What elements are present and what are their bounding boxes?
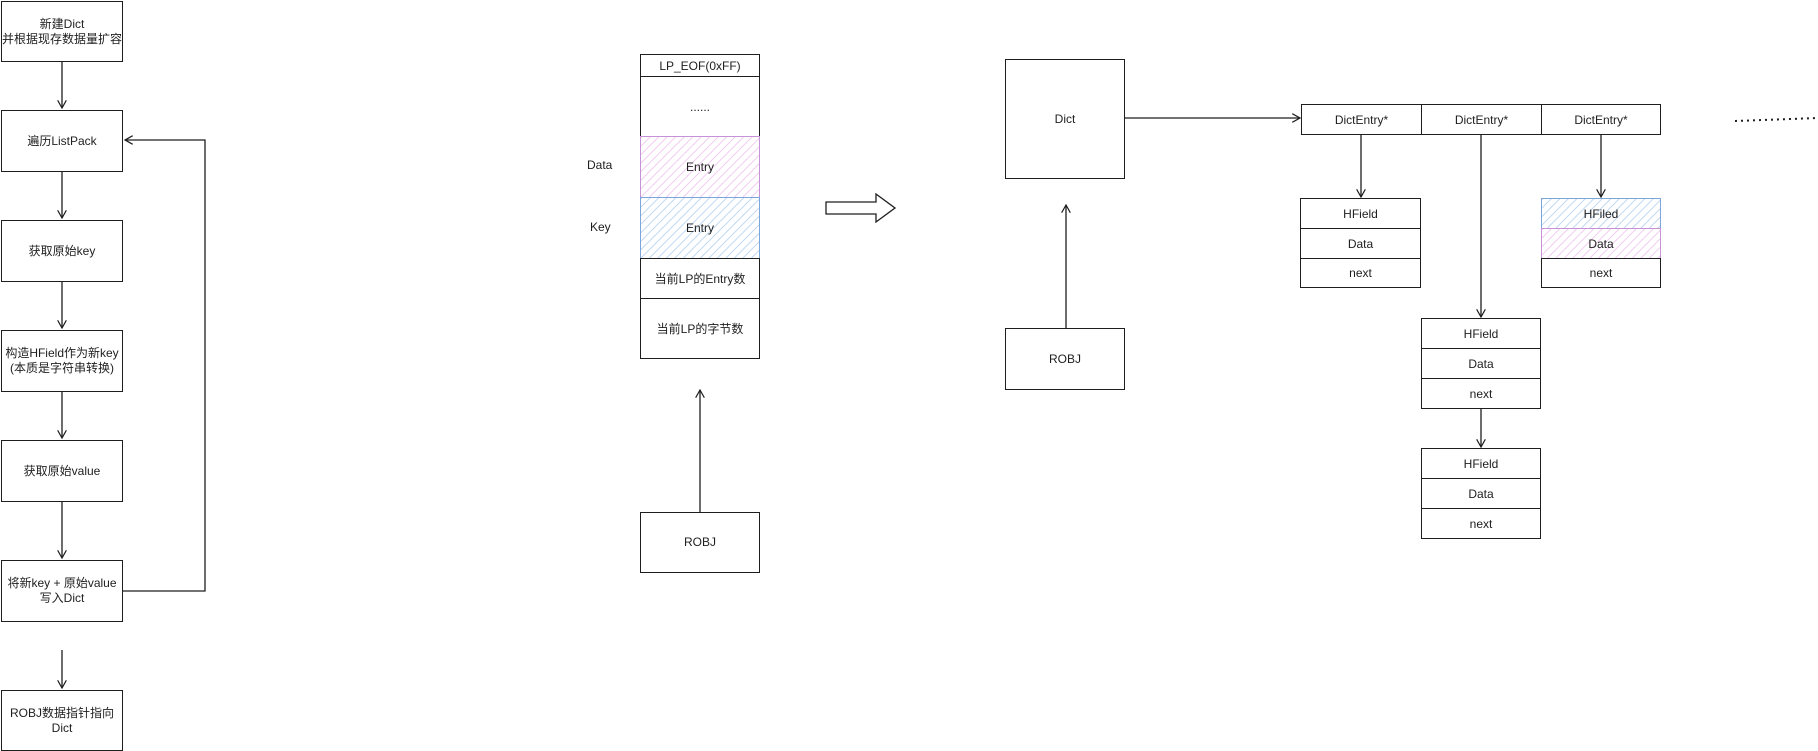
- flow-step-get-key: 获取原始key: [1, 220, 123, 282]
- dict-robj: ROBJ: [1005, 328, 1125, 390]
- flow-step-robj-point-dict: ROBJ数据指针指向 Dict: [1, 690, 123, 751]
- flow-step-write-dict: 将新key + 原始value 写入Dict: [1, 560, 123, 622]
- lp-cell-entry-data: Entry: [640, 136, 760, 198]
- arrow-loop-back: [123, 140, 206, 592]
- flow-step-iterate-listpack: 遍历ListPack: [1, 110, 123, 172]
- transform-arrow: [825, 192, 897, 224]
- node-c-next: next: [1421, 508, 1541, 539]
- dict-bucket-2: DictEntry*: [1421, 104, 1542, 135]
- lp-cell-byte-count: 当前LP的字节数: [640, 298, 760, 359]
- flow-step-get-value: 获取原始value: [1, 440, 123, 502]
- node-b-next: next: [1421, 378, 1541, 409]
- lp-cell-entry-count: 当前LP的Entry数: [640, 258, 760, 299]
- lp-robj: ROBJ: [640, 512, 760, 573]
- node-a-hfield: HField: [1300, 198, 1421, 229]
- flow-step-new-dict: 新建Dict 并根据现存数据量扩容: [1, 1, 123, 62]
- flow-step-build-hfield: 构造HField作为新key (本质是字符串转换): [1, 330, 123, 392]
- continuation-dots: [1734, 117, 1818, 122]
- node-a-data: Data: [1300, 228, 1421, 259]
- dict-box: Dict: [1005, 59, 1125, 179]
- node-b-data: Data: [1421, 348, 1541, 379]
- node-b-hfield: HField: [1421, 318, 1541, 349]
- node-d-data: Data: [1541, 228, 1661, 259]
- node-c-hfield: HField: [1421, 448, 1541, 479]
- dict-bucket-1: DictEntry*: [1301, 104, 1422, 135]
- lp-cell-ellipsis: ......: [640, 76, 760, 137]
- label-data: Data: [587, 158, 613, 172]
- lp-cell-eof: LP_EOF(0xFF): [640, 54, 760, 77]
- node-a-next: next: [1300, 258, 1421, 288]
- label-key: Key: [590, 220, 611, 234]
- node-d-next: next: [1541, 258, 1661, 288]
- node-c-data: Data: [1421, 478, 1541, 509]
- lp-cell-entry-key: Entry: [640, 197, 760, 259]
- node-d-hfiled: HFiled: [1541, 198, 1661, 229]
- dict-bucket-3: DictEntry*: [1541, 104, 1661, 135]
